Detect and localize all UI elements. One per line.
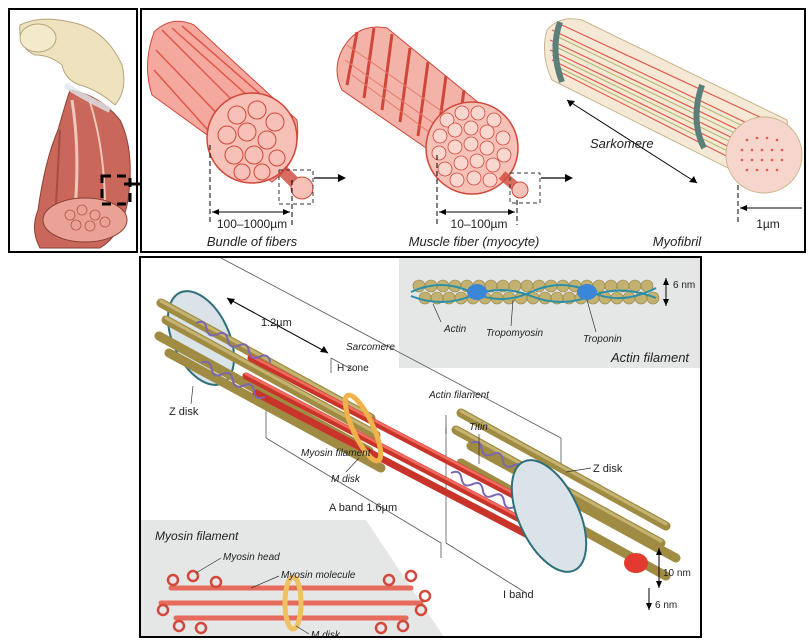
tropomyosin-label: Tropomyosin	[486, 328, 543, 339]
m-disk-label: M disk	[331, 474, 361, 485]
bundle-size-label: 100–1000µm	[217, 217, 287, 231]
arrow-right-icon	[565, 174, 573, 182]
a-band-label: A band 1.6µm	[329, 502, 397, 514]
titin-label: Titin	[469, 422, 488, 433]
muscle-fiber-illustration	[337, 27, 528, 198]
myosin-inset-title: Myosin filament	[155, 529, 239, 543]
actin-label: Actin	[443, 324, 467, 335]
z-disk-right-label: Z disk	[593, 463, 623, 475]
arrow-right-icon	[338, 174, 346, 182]
size-10nm-label: 10 nm	[663, 568, 691, 579]
fiber-bundle-illustration	[147, 21, 313, 199]
actin-filament-label: Actin filament	[428, 390, 490, 401]
sarkomere-label: Sarkomere	[590, 136, 654, 151]
sarcomere-label: Sarcomere	[346, 342, 395, 353]
myofibril-illustration	[544, 19, 802, 193]
myosin-filament-label: Myosin filament	[301, 448, 372, 459]
thigh-muscle-panel	[8, 8, 138, 253]
myosin-head-label: Myosin head	[223, 552, 280, 563]
myofibril-caption: Myofibril	[653, 234, 703, 249]
muscle-hierarchy-panel: 100–1000µm Bundle of fibers	[140, 8, 806, 253]
actin-inset-title: Actin filament	[610, 350, 690, 365]
dimension-1-2-label: 1.2µm	[261, 317, 292, 329]
i-band-label: I band	[503, 589, 534, 601]
bundle-caption: Bundle of fibers	[207, 234, 298, 249]
troponin-label: Troponin	[583, 334, 622, 345]
size-6nm-label: 6 nm	[655, 600, 677, 611]
myosin-m-disk-label: M disk	[311, 630, 341, 638]
h-zone-label: H zone	[337, 363, 369, 374]
thigh-illustration	[10, 10, 138, 253]
z-disk-left-label: Z disk	[169, 406, 199, 418]
fiber-caption: Muscle fiber (myocyte)	[409, 234, 540, 249]
fiber-size-label: 10–100µm	[451, 217, 508, 231]
myosin-molecule-label: Myosin molecule	[281, 570, 356, 581]
sarcomere-panel: 6 nm Actin Tropomyosin Troponin Actin fi…	[139, 256, 702, 638]
myofibril-size-label: 1µm	[756, 217, 780, 231]
actin-diameter-label: 6 nm	[673, 280, 695, 291]
